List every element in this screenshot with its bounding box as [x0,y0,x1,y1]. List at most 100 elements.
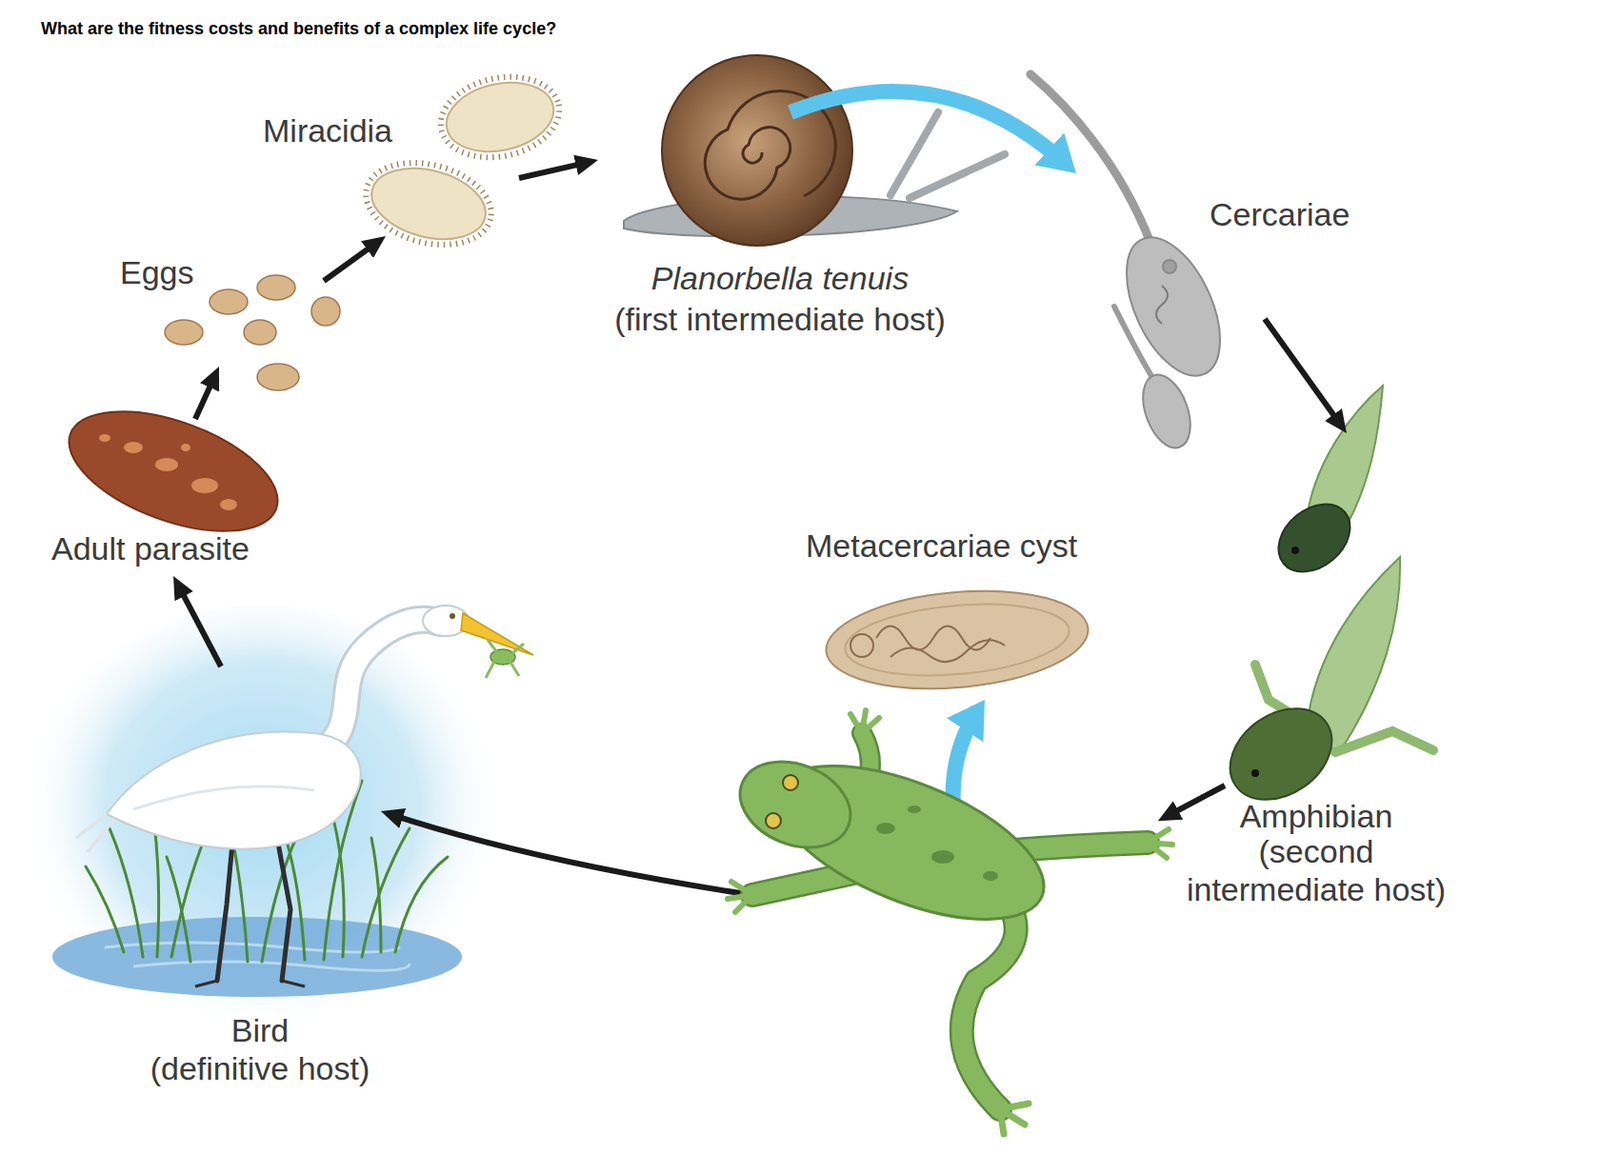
stage-node: Metacercariae cyst [800,521,1096,700]
adult-parasite-part [155,458,179,472]
miracidia-part [363,157,493,250]
frog-part [1147,829,1173,859]
cercariae-part [1114,306,1155,381]
adult-parasite-part [99,434,111,442]
snail-part [909,154,1005,199]
frog-part [876,822,896,835]
stage-label: Metacercariae cyst [805,526,1078,565]
cercariae-part [1156,285,1168,324]
tadpoles [1212,385,1434,820]
adult-parasite-part [180,443,191,452]
eggs-part [257,275,296,300]
metacercariae-cyst [821,580,1093,700]
eggs-part [243,320,277,345]
adult-parasite-part [53,387,294,556]
cercariae [1030,74,1240,455]
egret [76,605,534,987]
host-label: (second intermediate host) [1173,832,1460,909]
eggs-part [164,320,203,345]
metacercariae-cyst-part [850,634,874,658]
tadpoles-part [1335,731,1434,753]
reed-grass-part [85,866,124,953]
frog-part [782,775,799,791]
transmission-arrow [323,240,380,281]
frog-part [727,881,753,913]
frog-part [1000,1103,1029,1135]
cercariae-part [1162,260,1177,274]
stage-node: Cercariae [1076,71,1362,320]
metacercariae-cyst-part [890,640,1005,662]
frog-part [982,871,999,881]
stage-label: Adult parasite [51,529,250,568]
stage-node: Adult parasite [47,419,286,577]
miracidia-part [433,66,567,168]
egret-part [106,731,361,849]
transmission-arrow [195,372,217,420]
stage-node: Eggs [114,249,324,367]
egret-part [449,613,456,620]
egret-part [217,833,234,981]
reed-grass-part [395,857,448,953]
snail-part [890,112,939,196]
frog [727,710,1173,1135]
egret-part [314,620,440,758]
cercariae-part [1134,368,1200,455]
adult-parasite-part [191,478,219,494]
cercariae-part [1107,222,1240,390]
metamorphosis-arrow [1163,785,1225,819]
reed-grass-part [333,819,344,958]
egret-part [314,620,440,758]
eggs-part [209,289,248,315]
host-label: (first intermediate host) [598,300,962,339]
stage-label: Planorbella tenuis [598,259,962,298]
stage-label: Miracidia [262,111,393,150]
reed-grass-part [371,838,381,953]
adult-parasite-part [123,441,143,454]
adult-parasite-part [220,499,238,511]
egret-part [195,980,305,987]
tadpoles-part [1251,769,1260,778]
reed-grass-part [166,857,191,962]
egret-part [133,786,315,810]
stage-label: Eggs [120,253,195,292]
frog-part [850,710,880,734]
adult-parasite [53,387,294,556]
snail [623,55,1005,246]
stage-label: Amphibian [1173,797,1460,836]
reed-grass-part [109,828,143,958]
transmission-arrow [1264,319,1343,428]
reed-grass-part [361,828,410,958]
egret-part [276,833,291,981]
eggs-part [257,363,300,391]
snail-part [661,55,853,246]
stage-node: Planorbella tenuis(first intermediate ho… [598,112,962,348]
water-part [104,942,400,953]
frog-part [765,813,781,829]
frog-part [907,805,921,814]
metacercariae-cyst-part [821,580,1093,700]
tadpoles-part [1265,490,1364,586]
miracidia-part [440,73,560,161]
stage-node: Amphibian(second intermediate host) [1138,433,1458,929]
egret-part [460,613,534,656]
tadpoles-part [1291,546,1300,555]
stage-label: Cercariae [1209,195,1350,234]
stage-node: Miracidia [257,76,520,237]
transmission-arrow [519,161,592,179]
transmission-arrow [176,581,221,667]
stage-node: Bird(definitive host) [139,666,381,1105]
metamorphosis-arrow-part [1163,785,1225,819]
egret-part [485,640,524,679]
host-label: (definitive host) [139,1049,381,1088]
eggs [164,275,340,391]
diagram-title: What are the fitness costs and benefits … [40,19,557,40]
metacercariae-cyst-part [841,596,1072,684]
water-part [133,961,410,971]
egret-part [76,814,115,853]
development-arrow [790,91,1067,165]
miracidia [357,66,567,258]
